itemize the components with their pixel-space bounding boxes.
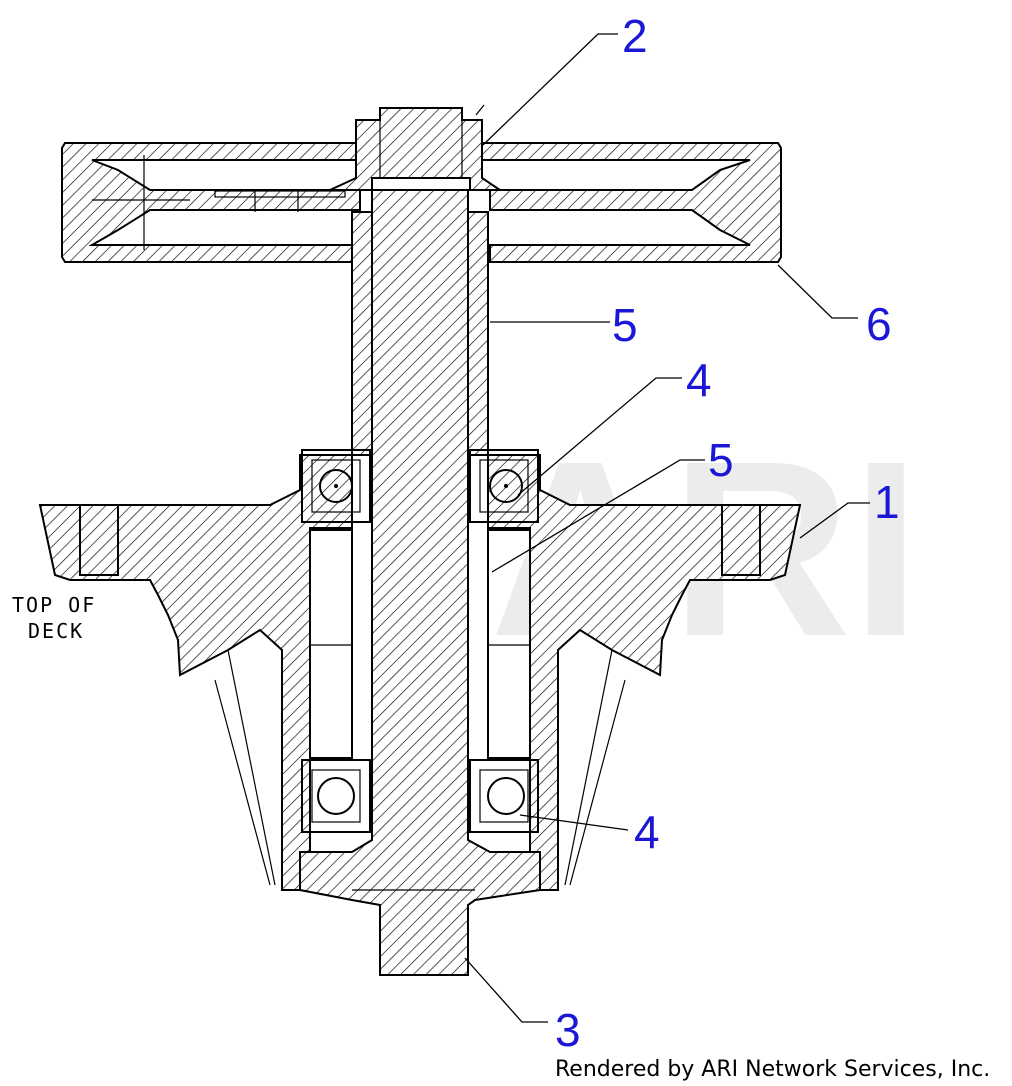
- callout-4-lower: 4: [634, 806, 660, 858]
- spindle-shaft: [299, 189, 541, 976]
- callout-2: 2: [622, 10, 648, 62]
- lower-bearings: [301, 759, 539, 833]
- callout-4-upper: 4: [686, 354, 712, 406]
- leader-lines: [464, 33, 870, 1023]
- spacer-upper: [351, 211, 489, 456]
- callouts: 1 2 3 4 4 5 5 6: [555, 10, 900, 1056]
- callout-6: 6: [866, 298, 892, 350]
- deck-label: TOP OF DECK: [12, 593, 96, 643]
- callout-1: 1: [874, 476, 900, 528]
- callout-3: 3: [555, 1004, 581, 1056]
- credit-text: Rendered by ARI Network Services, Inc.: [555, 1057, 990, 1082]
- upper-bearings: [301, 449, 539, 523]
- hub-nut: [329, 104, 504, 218]
- callout-5-lower: 5: [708, 434, 734, 486]
- deck-label-line1: TOP OF: [12, 593, 96, 617]
- callout-5-upper: 5: [612, 299, 638, 351]
- spacer-lower: [309, 527, 531, 759]
- deck-label-line2: DECK: [28, 619, 84, 643]
- spindle-housing: [38, 454, 802, 891]
